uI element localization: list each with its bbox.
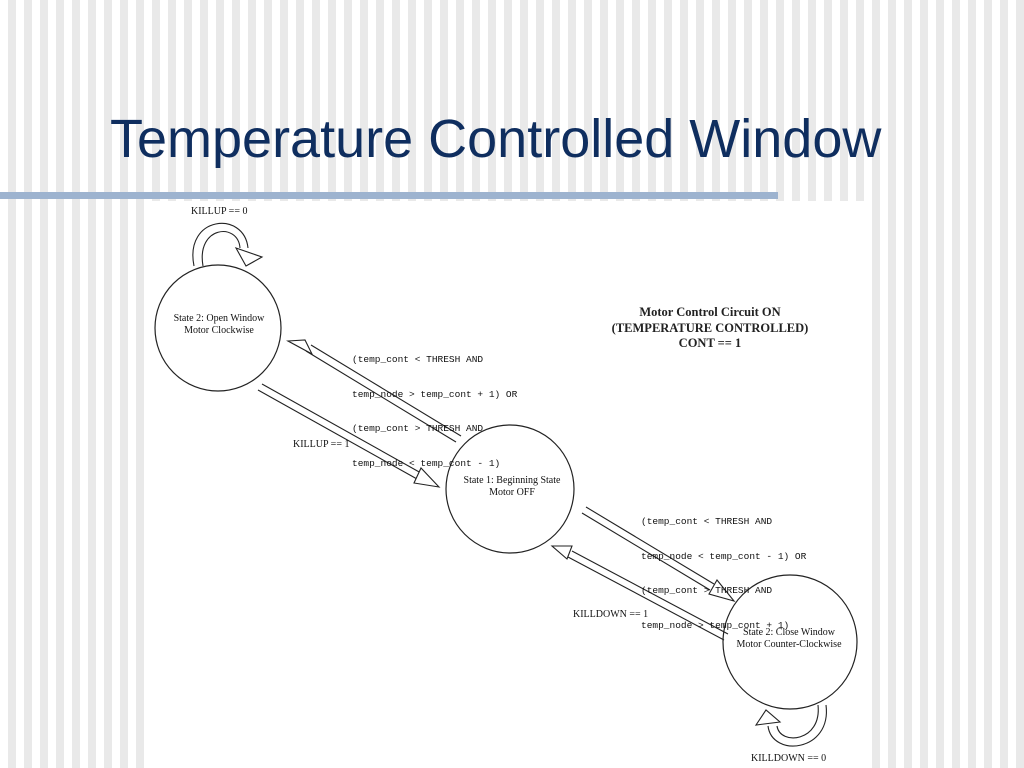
condition-to-close: (temp_cont < THRESH AND temp_node < temp… [641, 493, 806, 643]
arrow-begin-to-open [286, 339, 462, 443]
self-loop-close [754, 704, 827, 747]
state-close-circle [722, 574, 858, 710]
condition-to-open: (temp_cont < THRESH AND temp_node > temp… [352, 331, 517, 481]
note-line3: CONT == 1 [678, 336, 742, 350]
condition-to-open-line: temp_node > temp_cont + 1) OR [352, 388, 518, 400]
state-begin-label: State 1: Beginning State Motor OFF [450, 475, 574, 499]
state-begin-line1: State 1: Beginning State [463, 475, 561, 486]
condition-to-close-line: temp_node < temp_cont - 1) OR [641, 550, 807, 562]
state-begin-line2: Motor OFF [489, 487, 535, 498]
self-loop-open [192, 222, 264, 267]
condition-to-open-line: temp_node < temp_cont - 1) [352, 457, 501, 469]
diagram-background [150, 201, 866, 768]
motor-control-note: Motor Control Circuit ON (TEMPERATURE CO… [592, 305, 828, 352]
note-line1: Motor Control Circuit ON [639, 305, 781, 319]
arrow-close-to-begin [550, 545, 729, 641]
state-close-line1: State 2: Close Window [743, 627, 835, 638]
condition-to-close-line: temp_node > temp_cont + 1) [641, 619, 790, 631]
arrow-begin-to-close [581, 506, 736, 602]
arrow-open-to-begin [257, 383, 441, 488]
state-open-line1: State 2: Open Window [173, 313, 265, 324]
note-line2: (TEMPERATURE CONTROLLED) [611, 320, 809, 335]
label-killdown-zero: KILLDOWN == 0 [751, 753, 827, 764]
state-open-line2: Motor Clockwise [184, 325, 254, 336]
condition-to-close-line: (temp_cont < THRESH AND [641, 516, 773, 527]
condition-to-open-line: (temp_cont < THRESH AND [352, 354, 484, 365]
state-close-line2: Motor Counter-Clockwise [736, 639, 842, 650]
slide-title: Temperature Controlled Window [110, 109, 882, 169]
label-killdown-one: KILLDOWN == 1 [573, 609, 649, 620]
label-killup-zero: KILLUP == 0 [191, 206, 248, 217]
condition-to-close-line: (temp_cont > THRESH AND [641, 585, 773, 596]
state-open-circle [154, 264, 282, 392]
state-begin-circle [445, 424, 575, 554]
condition-to-open-line: (temp_cont > THRESH AND [352, 423, 484, 434]
state-close-label: State 2: Close Window Motor Counter-Cloc… [724, 627, 854, 651]
state-open-label: State 2: Open Window Motor Clockwise [158, 313, 280, 337]
label-killup-one: KILLUP == 1 [293, 439, 350, 450]
title-divider [0, 192, 778, 199]
